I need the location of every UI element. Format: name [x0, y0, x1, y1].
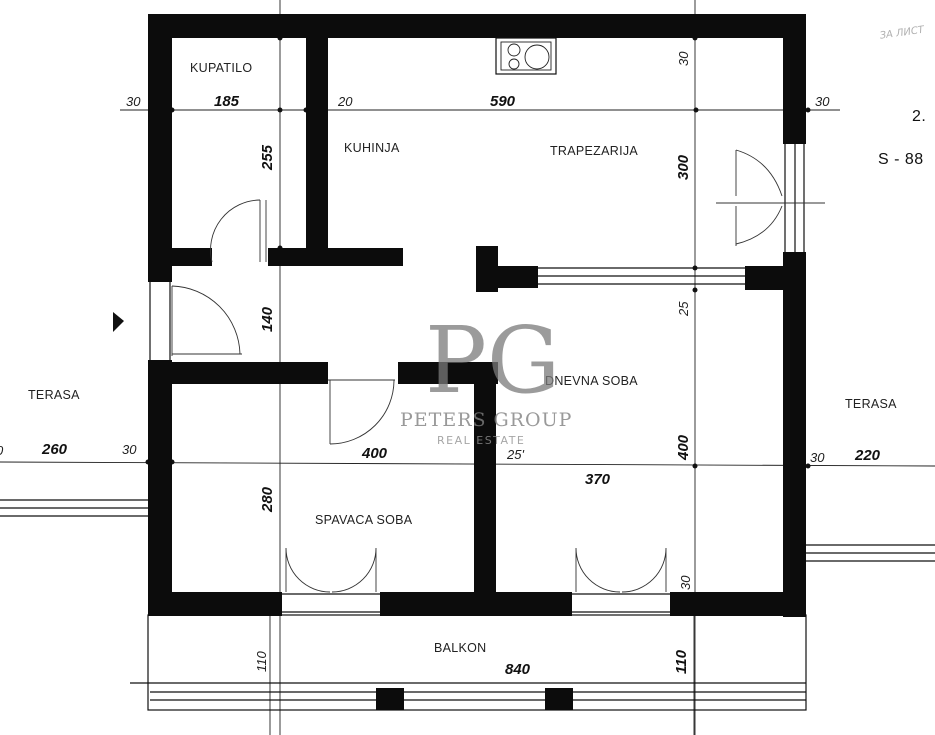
section-label: S - 88 — [878, 151, 924, 168]
dim-terrace-left-width: 260 — [41, 441, 68, 458]
door-swings — [171, 149, 825, 593]
dim-right-wall-top: 30 — [815, 94, 830, 109]
dim-top-right-wall: 30 — [676, 51, 691, 66]
dim-balcony-width: 840 — [505, 661, 531, 678]
balcony — [130, 614, 807, 711]
walls — [148, 14, 806, 617]
room-labels: KUPATILO KUHINJA TRAPEZARIJA DNEVNA SOBA… — [28, 61, 897, 655]
room-label-terrace-right: TERASA — [845, 397, 897, 411]
dim-bottom-right-wall: 30 — [678, 575, 693, 590]
watermark-subtitle: REAL ESTATE — [437, 434, 525, 447]
dim-left-wall-mid: 30 — [122, 442, 137, 457]
dim-living-width: 370 — [585, 471, 611, 488]
openings — [149, 144, 805, 613]
room-label-bedroom: SPAVACA SOBA — [315, 513, 413, 527]
watermark-monogram: PG — [425, 307, 560, 414]
stove-icon — [495, 37, 557, 75]
room-label-living: DNEVNA SOBA — [545, 374, 638, 388]
terrace-rails — [0, 499, 935, 562]
dim-balcony-left: 110 — [254, 651, 269, 672]
side-labels: 2. S - 88 ЗА ЛИСТ — [878, 25, 926, 168]
floor-label: 2. — [912, 108, 926, 125]
dim-balcony-right: 110 — [673, 649, 690, 674]
entrance-arrow-icon — [113, 312, 124, 332]
room-label-terrace-left: TERASA — [28, 388, 80, 402]
watermark-name: PETERS GROUP — [400, 409, 572, 431]
room-label-balcony: BALKON — [434, 641, 487, 655]
room-label-kitchen: KUHINJA — [344, 141, 400, 155]
watermark: PG PETERS GROUP REAL ESTATE — [400, 307, 572, 447]
dim-hall-width: 400 — [361, 445, 388, 462]
dim-partition-mid: 25' — [506, 447, 524, 462]
dim-kitchen-wall: 20 — [337, 94, 353, 109]
dim-hall-height: 140 — [259, 306, 276, 332]
dim-bath-height: 255 — [259, 144, 276, 171]
room-label-dining: TRAPEZARIJA — [550, 144, 638, 158]
scribble-note: ЗА ЛИСТ — [879, 25, 926, 42]
dim-bath-width: 185 — [214, 93, 240, 110]
dim-top-left-wall: 30 — [126, 94, 141, 109]
dim-dining-height: 300 — [675, 154, 692, 180]
room-label-bathroom: KUPATILO — [190, 61, 252, 75]
dimension-labels: 30 185 20 590 30 25 30 255 300 140 25 40… — [0, 51, 881, 678]
dim-left-edge-fragment: 0 — [0, 443, 4, 458]
dim-terrace-right-width: 220 — [854, 447, 881, 464]
dim-kitchen-dining-width: 590 — [490, 93, 516, 110]
dim-living-partition: 25 — [676, 301, 691, 317]
dim-right-wall-mid: 30 — [810, 450, 825, 465]
dim-bedroom-height: 280 — [259, 486, 276, 513]
dim-living-height: 400 — [675, 434, 692, 461]
